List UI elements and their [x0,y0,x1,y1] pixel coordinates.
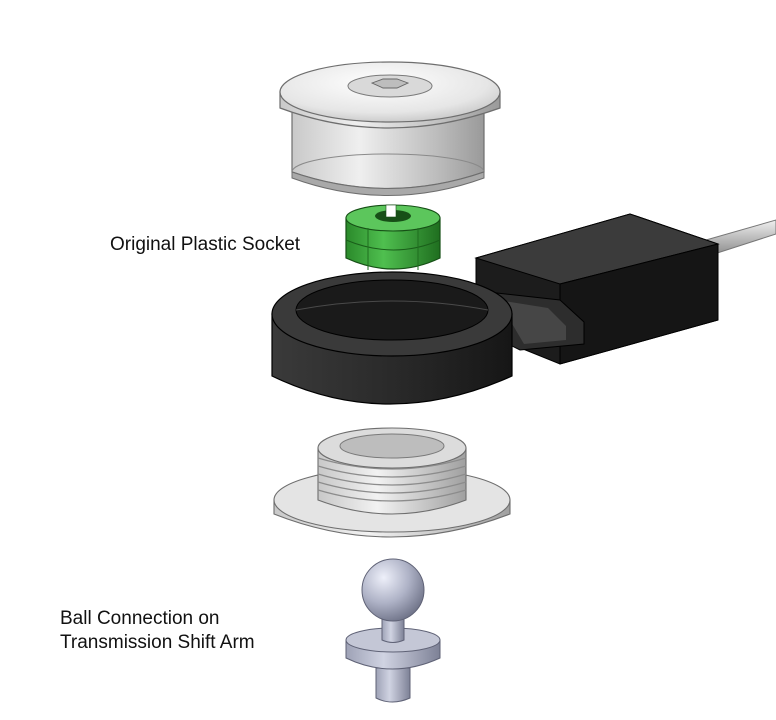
plastic-socket-label: Original Plastic Socket [110,234,301,255]
plastic-socket-icon [345,204,441,270]
ball-stud-icon [345,558,441,703]
hex-socket-cap-icon [279,61,501,196]
ring-sensor-icon [271,213,776,405]
ball-connection-label-line2: Transmission Shift Arm [60,632,255,653]
threaded-bushing-icon [273,427,511,538]
ball-connection-label: Ball Connection on Transmission Shift Ar… [60,607,255,655]
ball-connection-label-line1: Ball Connection on [60,608,220,629]
